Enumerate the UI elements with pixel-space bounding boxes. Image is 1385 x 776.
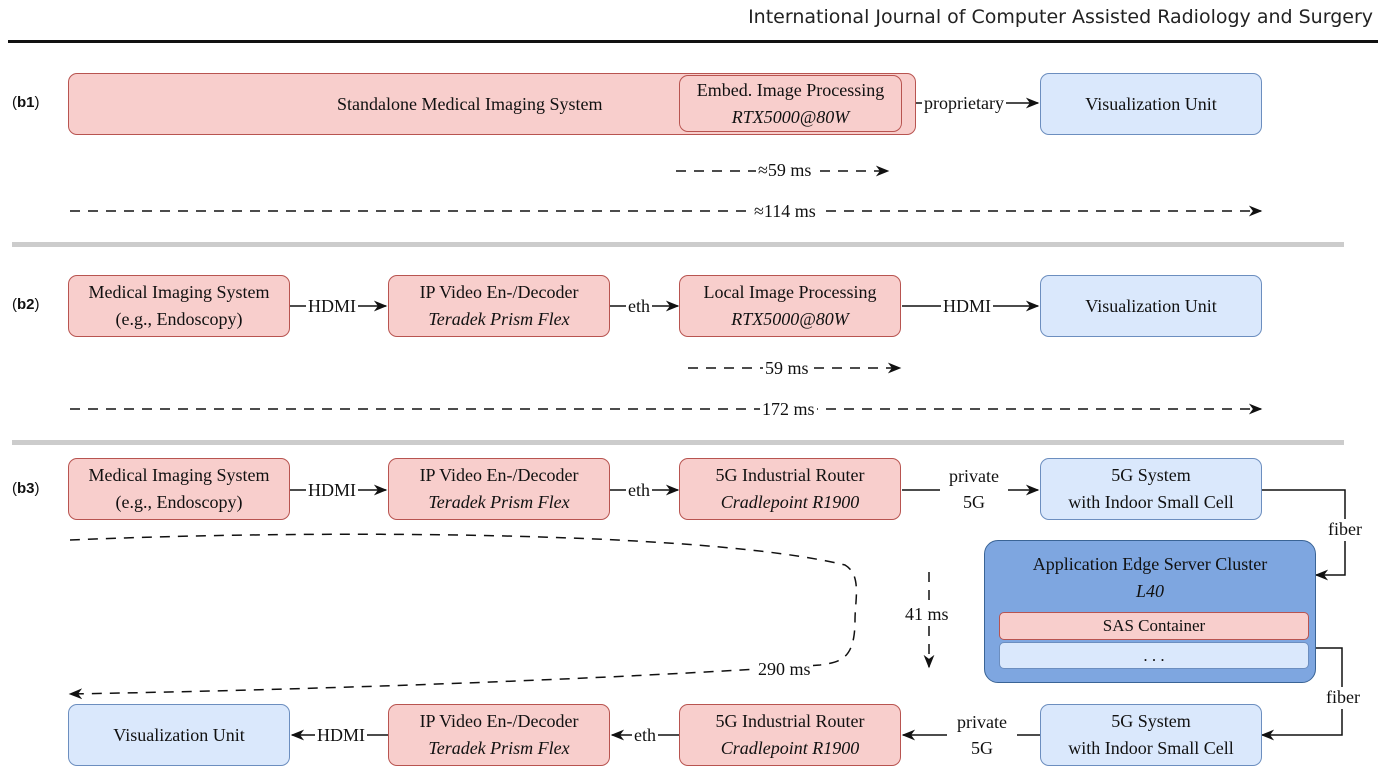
sas-container: SAS Container — [999, 612, 1309, 640]
mis-example: (e.g., Endoscopy) — [115, 309, 243, 329]
router-title: 5G Industrial Router — [715, 465, 865, 485]
local-image-processing: Local Image Processing RTX5000@80W — [679, 275, 901, 337]
5g-system-small-cell-b: 5G System with Indoor Small Cell — [1040, 704, 1262, 766]
latency-label-b1-short: ≈59 ms — [756, 160, 814, 182]
edge-label-b3-hdmi-1: HDMI — [306, 480, 358, 502]
visualization-unit-label: Visualization Unit — [1085, 295, 1217, 316]
panel-separator-2 — [12, 440, 1344, 445]
edge-label-fiber-top: fiber — [1326, 519, 1364, 541]
medical-imaging-system-b2: Medical Imaging System (e.g., Endoscopy) — [68, 275, 290, 337]
ip-video-encoder-b2: IP Video En-/Decoder Teradek Prism Flex — [388, 275, 610, 337]
embedded-processing-title: Embed. Image Processing — [696, 79, 885, 100]
edge-label-b3-private-5g: private 5G — [940, 466, 1008, 514]
edge-label-b3-eth-1: eth — [626, 480, 652, 502]
medical-imaging-system-b3: Medical Imaging System (e.g., Endoscopy) — [68, 458, 290, 520]
latency-label-b3-server: 41 ms — [903, 604, 951, 626]
panel-label-b1: (b1) — [12, 94, 40, 111]
edge-label-fiber-bottom: fiber — [1324, 687, 1362, 709]
edge-label-b3-private-5g-b: private 5G — [947, 712, 1017, 760]
additional-containers-ellipsis: . . . — [1143, 645, 1165, 665]
visualization-unit-label: Visualization Unit — [1085, 93, 1217, 114]
edge-server-gpu: L40 — [1135, 581, 1164, 601]
edge-label-b2-eth: eth — [626, 296, 652, 318]
edge-label-b3-hdmi-2: HDMI — [315, 725, 367, 747]
latency-label-b1-total: ≈114 ms — [752, 201, 818, 223]
ipv-model: Teradek Prism Flex — [428, 309, 570, 329]
edge-label-proprietary: proprietary — [922, 93, 1006, 115]
5g-system-title: 5G System — [1111, 465, 1191, 485]
edge-label-b2-hdmi-2: HDMI — [941, 296, 993, 318]
ipv-title: IP Video En-/Decoder — [419, 711, 579, 731]
lip-gpu: RTX5000@80W — [731, 309, 849, 329]
header-rule — [8, 40, 1378, 43]
mis-title: Medical Imaging System — [88, 282, 270, 302]
visualization-unit-b2: Visualization Unit — [1040, 275, 1262, 337]
panel-label-b2: (b2) — [12, 296, 40, 313]
latency-label-b2-short: 59 ms — [763, 358, 811, 380]
visualization-unit-b1: Visualization Unit — [1040, 73, 1262, 135]
ipv-model: Teradek Prism Flex — [428, 738, 570, 758]
ip-video-decoder-b3: IP Video En-/Decoder Teradek Prism Flex — [388, 704, 610, 766]
embedded-processing-gpu: RTX5000@80W — [731, 106, 850, 127]
latency-label-b2-total: 172 ms — [760, 399, 817, 421]
edge-label-b2-hdmi-1: HDMI — [306, 296, 358, 318]
edge-label-b3-eth-2: eth — [632, 725, 658, 747]
panel-label-b3: (b3) — [12, 480, 40, 497]
5g-system-subtitle: with Indoor Small Cell — [1068, 738, 1234, 758]
5g-system-subtitle: with Indoor Small Cell — [1068, 492, 1234, 512]
ipv-title: IP Video En-/Decoder — [419, 465, 579, 485]
latency-b3-total — [68, 533, 858, 700]
5g-system-title: 5G System — [1111, 711, 1191, 731]
mis-title: Medical Imaging System — [88, 465, 270, 485]
ipv-title: IP Video En-/Decoder — [419, 282, 579, 302]
5g-system-small-cell: 5G System with Indoor Small Cell — [1040, 458, 1262, 520]
latency-label-b3-total: 290 ms — [756, 659, 813, 681]
visualization-unit-label: Visualization Unit — [113, 724, 245, 745]
visualization-unit-b3: Visualization Unit — [68, 704, 290, 766]
mis-example: (e.g., Endoscopy) — [115, 492, 243, 512]
embedded-image-processing: Embed. Image Processing RTX5000@80W — [679, 75, 902, 132]
router-model: Cradlepoint R1900 — [720, 492, 860, 512]
router-title: 5G Industrial Router — [715, 711, 865, 731]
5g-industrial-router: 5G Industrial Router Cradlepoint R1900 — [679, 458, 901, 520]
ipv-model: Teradek Prism Flex — [428, 492, 570, 512]
lip-title: Local Image Processing — [703, 282, 877, 302]
standalone-label: Standalone Medical Imaging System — [337, 93, 603, 114]
panel-separator-1 — [12, 242, 1344, 247]
edge-server-title: Application Edge Server Cluster — [1032, 554, 1268, 574]
journal-header: International Journal of Computer Assist… — [748, 6, 1373, 28]
sas-container-label: SAS Container — [1102, 616, 1206, 636]
router-model: Cradlepoint R1900 — [720, 738, 860, 758]
ip-video-encoder-b3: IP Video En-/Decoder Teradek Prism Flex — [388, 458, 610, 520]
5g-industrial-router-b: 5G Industrial Router Cradlepoint R1900 — [679, 704, 901, 766]
additional-containers: . . . — [999, 642, 1309, 669]
